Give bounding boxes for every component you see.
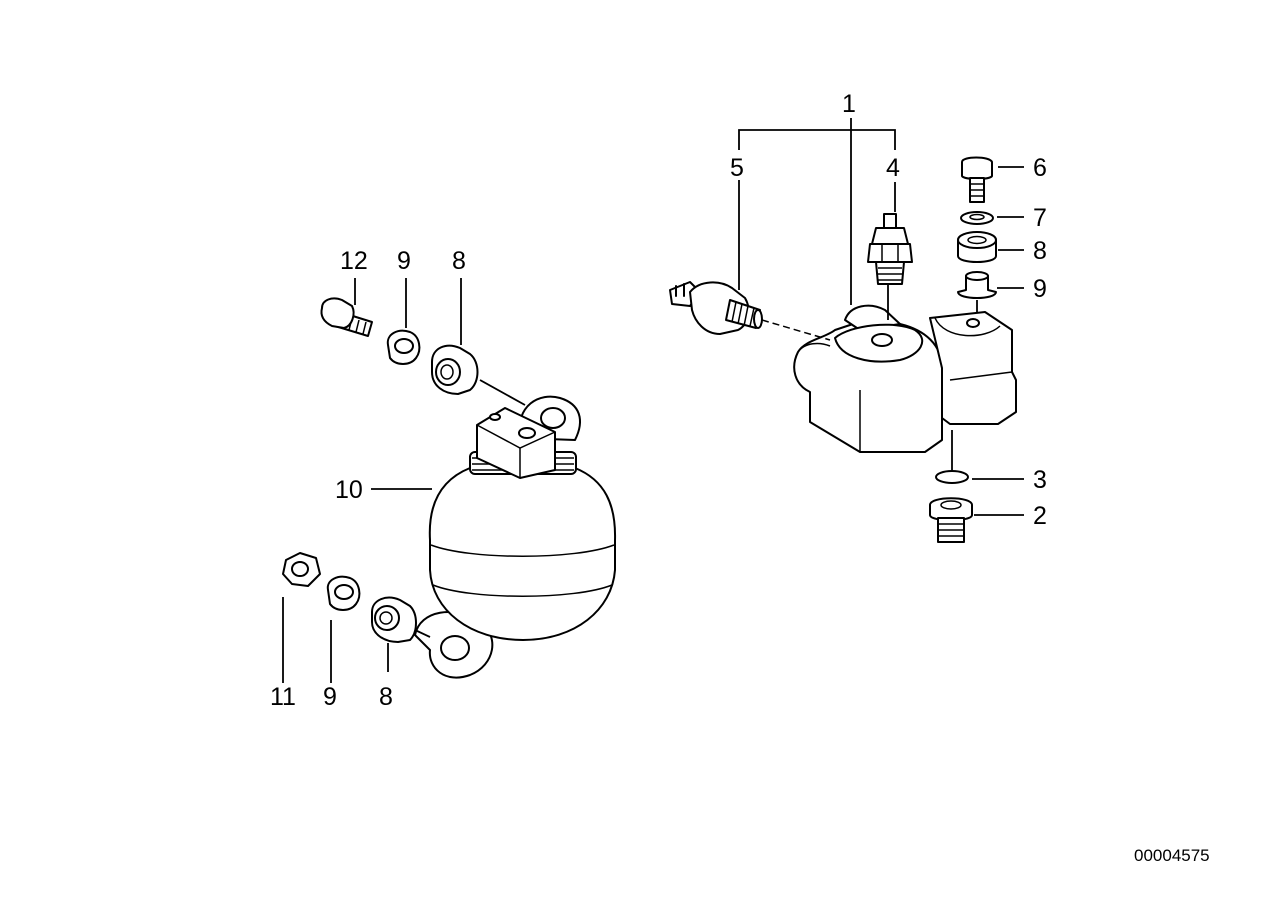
reference-number: 00004575: [1134, 846, 1210, 865]
callout-5: 5: [730, 154, 744, 182]
callout-9-bottom: 9: [323, 683, 337, 711]
pressure-switch-5: [669, 281, 763, 335]
grommet-8-upper: [431, 344, 479, 395]
washer-7: [960, 211, 994, 225]
bolt-6: [961, 156, 993, 203]
callout-12: 12: [340, 247, 368, 275]
plug-2: [929, 497, 973, 543]
callout-9-top: 9: [397, 247, 411, 275]
grommet-8-lower: [371, 596, 417, 643]
pressure-switch-4: [867, 213, 913, 285]
callout-8-top: 8: [452, 247, 466, 275]
callout-8-bottom: 8: [379, 683, 393, 711]
bushing-9-lower: [326, 575, 361, 611]
o-ring-3: [935, 470, 969, 484]
pressure-accumulator: [414, 395, 617, 679]
nut-11: [282, 552, 321, 587]
callout-3: 3: [1033, 466, 1047, 494]
callout-7: 7: [1033, 204, 1047, 232]
callout-2: 2: [1033, 502, 1047, 530]
bushing-9-right: [957, 271, 997, 299]
grommet-8-right: [957, 231, 997, 263]
callout-4: 4: [886, 154, 900, 182]
bushing-9-upper: [386, 329, 421, 365]
callout-9-right: 9: [1033, 275, 1047, 303]
callout-6: 6: [1033, 154, 1047, 182]
leader-lines: [282, 118, 1024, 683]
callout-8-right: 8: [1033, 237, 1047, 265]
valve-block: [793, 304, 1017, 453]
callout-1: 1: [842, 90, 856, 118]
callout-11: 11: [270, 683, 296, 711]
bolt-12: [320, 297, 373, 337]
callout-10: 10: [335, 476, 363, 504]
